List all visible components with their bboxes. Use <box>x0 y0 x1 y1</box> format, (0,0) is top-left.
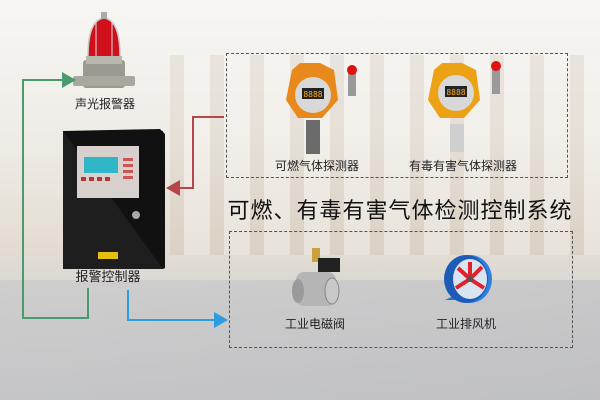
exhaust-fan-label: 工业排风机 <box>435 317 497 331</box>
alarm-light-label: 声光报警器 <box>74 97 136 111</box>
combustible-detector-label: 可燃气体探测器 <box>274 159 360 173</box>
system-title: 可燃、有毒有害气体检测控制系统 <box>227 199 573 224</box>
combustible-detector-icon: 8888 <box>286 63 357 154</box>
solenoid-valve-icon <box>292 248 340 306</box>
toxic-detector-label: 有毒有害气体探测器 <box>408 159 518 173</box>
alarm-light-icon <box>73 12 135 88</box>
toxic-detector-icon: 8888 <box>428 61 501 152</box>
alarm-link-arrow <box>22 72 89 319</box>
solenoid-valve-label: 工业电磁阀 <box>284 317 346 331</box>
controller-label: 报警控制器 <box>75 270 141 285</box>
svg-text:8888: 8888 <box>446 88 465 97</box>
outputs-group-box <box>229 231 573 348</box>
exhaust-fan-icon <box>444 255 492 303</box>
svg-text:8888: 8888 <box>303 90 322 99</box>
detector-link-arrow <box>166 116 224 196</box>
background-building <box>170 55 600 255</box>
output-link-arrow <box>127 290 228 328</box>
detectors-group-box <box>226 53 568 178</box>
controller-cabinet-icon <box>63 129 165 269</box>
